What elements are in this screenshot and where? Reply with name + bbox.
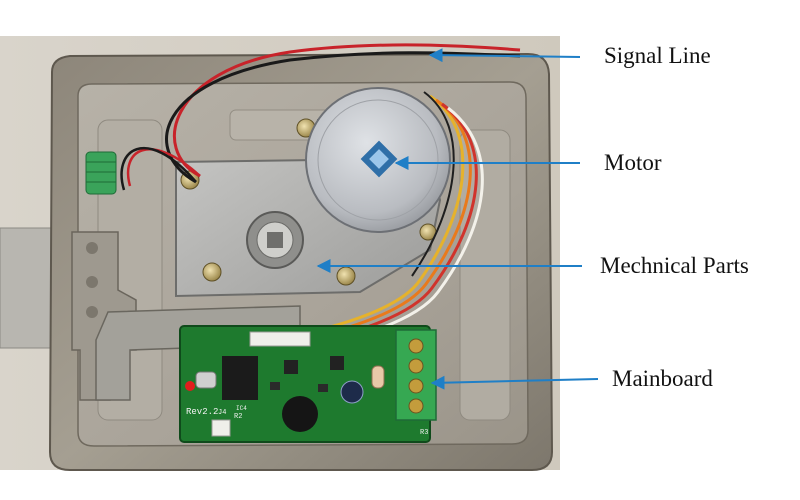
main-pcb: Rev2.2 J4 R2 IC4 R3 [179,325,437,443]
buzzer [282,396,318,432]
bracket-hole [86,276,98,288]
mechanical-parts-label: Mechnical Parts [600,253,749,278]
signal-line-label: Signal Line [604,43,711,68]
pcb-ref-r2: R2 [234,413,242,421]
mainboard-arrow [430,375,599,390]
signal-line-arrow [428,48,581,63]
crystal [195,371,217,389]
transistor [330,356,344,370]
pcb-ref-r3: R3 [420,429,428,437]
case-rib-right [459,129,511,421]
screw [336,266,356,286]
terminal-screw [408,378,424,394]
signal-wire-red [173,43,521,178]
wire-black-left [120,147,197,191]
motor-logo-icon [360,140,398,178]
transistor [284,360,298,374]
small-connector [211,419,231,437]
wire-red-left [126,148,201,187]
motor-rim [317,99,439,221]
motor-label: Motor [604,150,662,175]
pcb-ref-ic4: IC4 [236,405,247,412]
capacitor [340,380,364,404]
latch-bolt [0,227,59,349]
terminal-screw [408,358,424,374]
bracket-hole [86,242,98,254]
green-spring [85,151,117,195]
wire-black-motor [411,91,455,277]
resistor [371,365,385,389]
pcb-revision-label: Rev2.2 [186,407,218,417]
screw [202,262,222,282]
signal-wire-black [165,51,521,184]
bracket-hole [86,306,98,318]
red-led [185,381,195,391]
motor-connector [249,331,311,347]
ic-chip [222,356,258,400]
terminal-screw [408,338,424,354]
drive-hub-slot [267,232,283,248]
mainboard-label: Mainboard [612,366,713,391]
terminal-screw [408,398,424,414]
smd-part [318,384,328,392]
pcb-ref-j4: J4 [218,409,226,417]
smd-part [270,382,280,390]
